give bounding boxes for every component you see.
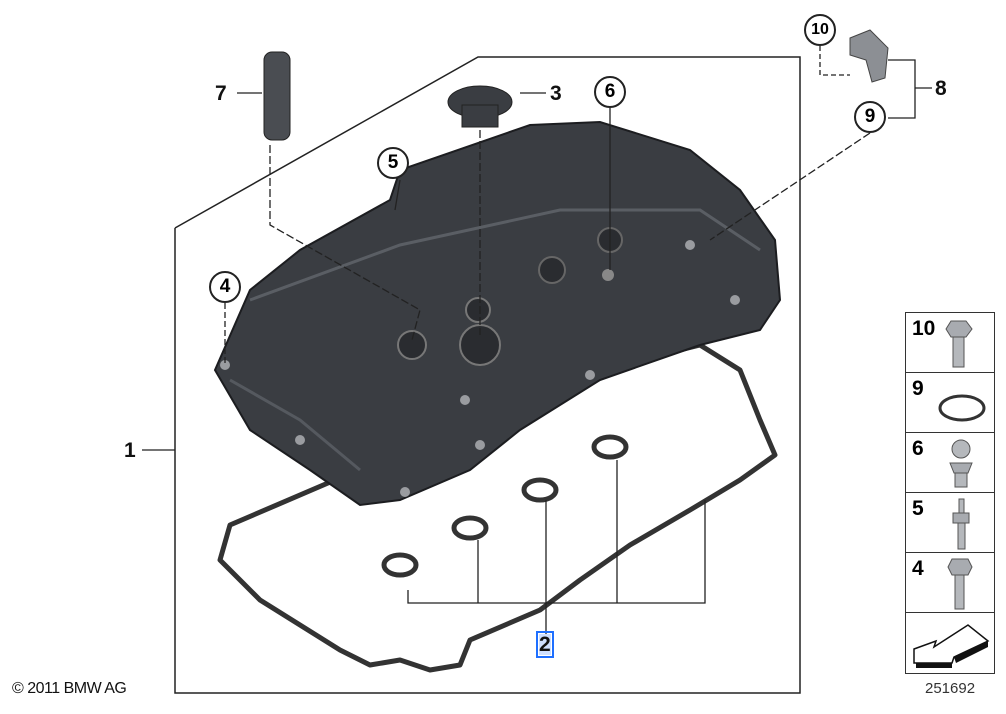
diagram-number: 251692 — [925, 680, 976, 697]
callout-3[interactable]: 3 — [550, 82, 562, 105]
hex-bolt-icon — [947, 558, 973, 610]
callout-4[interactable]: 4 — [209, 271, 241, 303]
copyright-text: © 2011 BMW AG — [12, 680, 127, 697]
callout-6[interactable]: 6 — [594, 76, 626, 108]
flange-bolt-icon — [945, 320, 973, 368]
valve-cover — [213, 120, 782, 507]
legend-item-5[interactable]: 5 — [906, 493, 994, 553]
o-ring-icon — [938, 394, 986, 422]
ball-stud-icon — [949, 439, 973, 488]
legend-item-6[interactable]: 6 — [906, 433, 994, 493]
callout-2[interactable]: 2 — [536, 631, 554, 658]
callout-7[interactable]: 7 — [215, 82, 227, 105]
legend-item-arrow[interactable] — [906, 613, 994, 673]
callout-8[interactable]: 8 — [935, 77, 947, 100]
callout-5[interactable]: 5 — [377, 147, 409, 179]
legend-item-10[interactable]: 10 — [906, 313, 994, 373]
callout-1[interactable]: 1 — [124, 439, 136, 462]
legend-item-4[interactable]: 4 — [906, 553, 994, 613]
gasket-outline — [217, 342, 778, 673]
direction-arrow-icon — [913, 624, 990, 668]
callout-9[interactable]: 9 — [854, 101, 886, 133]
stud-bolt-icon — [952, 498, 970, 550]
callout-10[interactable]: 10 — [804, 14, 836, 46]
legend-item-9[interactable]: 9 — [906, 373, 994, 433]
assembly-frame — [174, 56, 801, 694]
fastener-legend-panel: 10 9 6 5 4 — [905, 312, 995, 674]
